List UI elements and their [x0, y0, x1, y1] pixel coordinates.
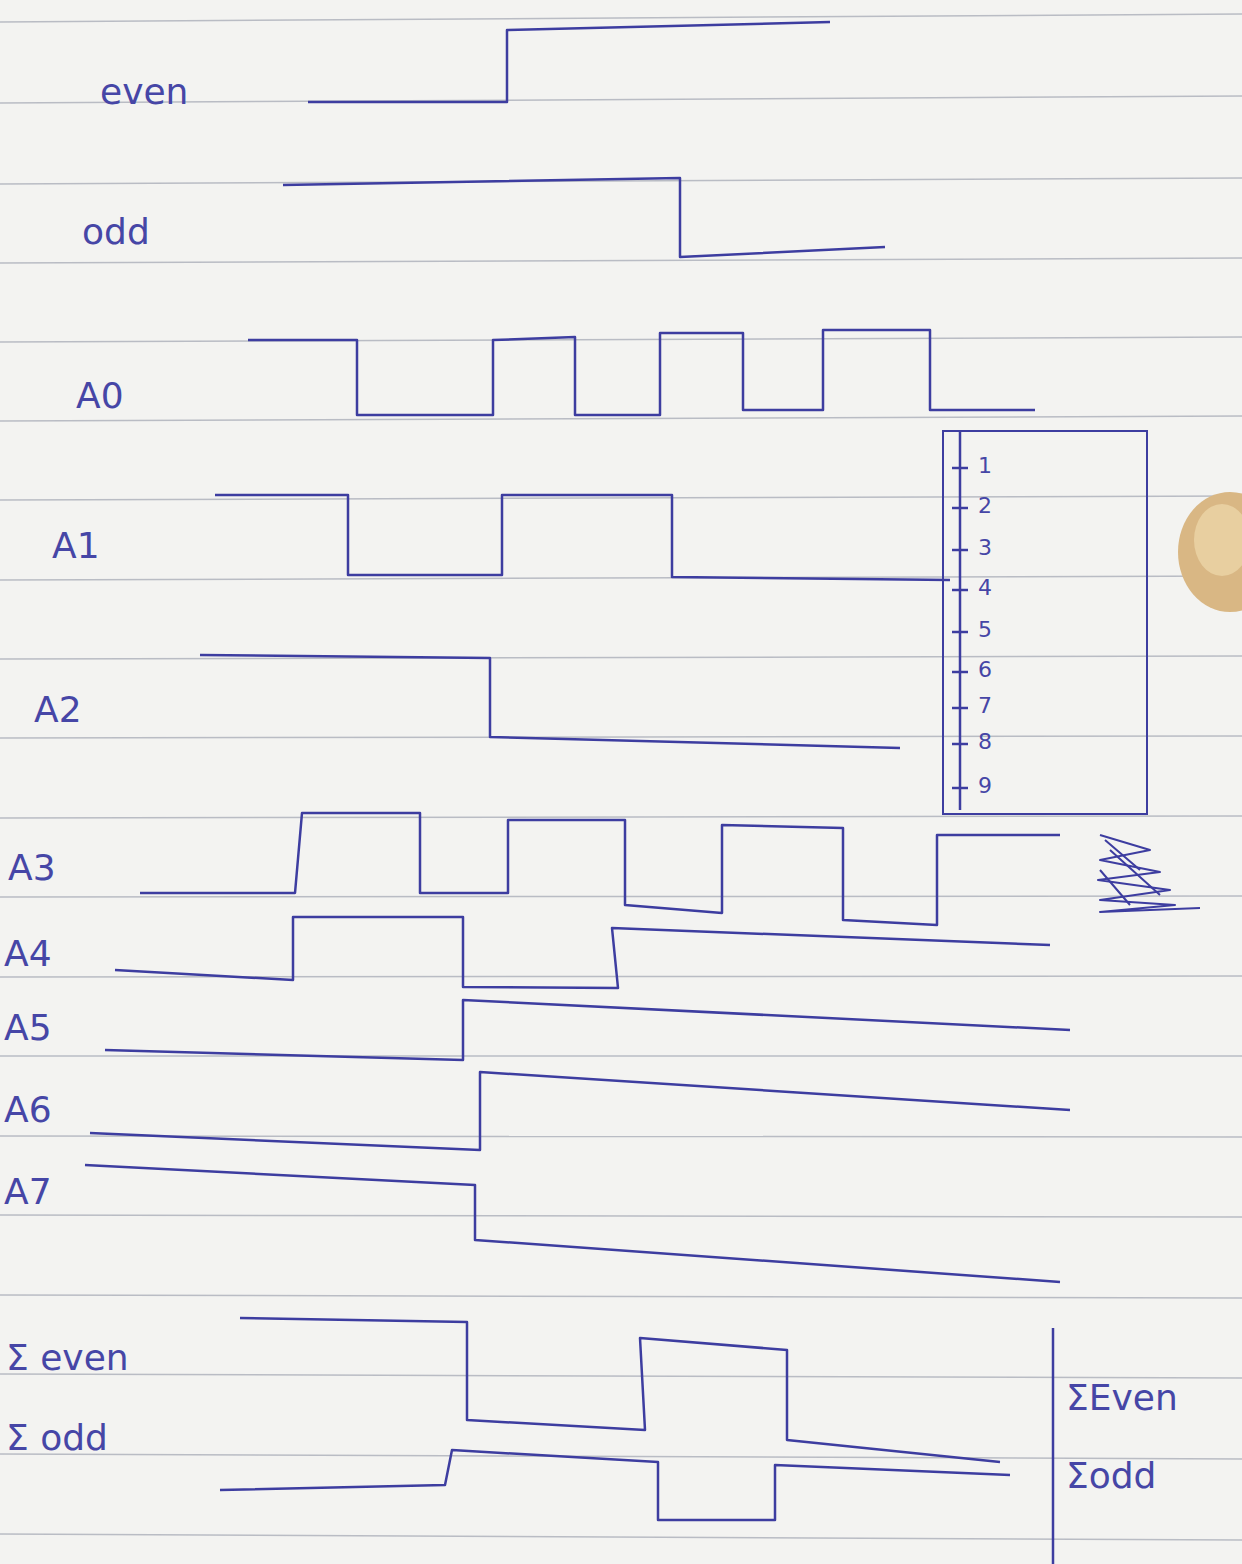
a1-wave [215, 495, 950, 580]
sum-odd-wave [220, 1450, 1010, 1520]
divider-line [1052, 1328, 1055, 1564]
odd-wave [283, 178, 885, 257]
a4-wave [115, 917, 1050, 988]
thumb-nail [1194, 504, 1242, 576]
thumb [1178, 492, 1242, 612]
signal-name: A0 [76, 376, 124, 416]
signal-name: A6 [4, 1090, 52, 1130]
scale-number: 5 [978, 619, 992, 641]
scale-axis [959, 432, 962, 810]
scale-number: 1 [978, 455, 992, 477]
scale-number: 8 [978, 731, 992, 753]
scale-number: 9 [978, 775, 992, 797]
a2-wave [200, 655, 900, 748]
signal-name: even [100, 72, 188, 112]
waveforms [85, 22, 1200, 1564]
sum-signal-name: Σ odd [6, 1418, 108, 1458]
signal-name: A7 [4, 1172, 52, 1212]
even-wave [308, 22, 830, 102]
signal-name: A2 [34, 690, 82, 730]
ruled-lines [0, 14, 1242, 1540]
sum-even-wave [240, 1318, 1000, 1462]
scale-ticks [952, 468, 968, 788]
a6-wave [90, 1072, 1070, 1150]
sum-signal-name: ΣEven [1066, 1378, 1178, 1418]
scale-box: 1 2 3 4 5 6 7 8 9 [942, 430, 1148, 815]
a3-wave [140, 813, 1060, 925]
signal-name: A3 [8, 848, 56, 888]
scale-number: 4 [978, 577, 992, 599]
signal-name: A4 [4, 934, 52, 974]
scribble [1098, 835, 1200, 912]
a7-wave [85, 1165, 1060, 1282]
a0-wave [248, 330, 1035, 415]
scale-number: 6 [978, 659, 992, 681]
a5-wave [105, 1000, 1070, 1060]
scale-number: 7 [978, 695, 992, 717]
scale-number: 3 [978, 537, 992, 559]
signal-name: odd [82, 212, 150, 252]
signal-name: A5 [4, 1008, 52, 1048]
signal-name: A1 [52, 526, 100, 566]
scale-number: 2 [978, 495, 992, 517]
sum-signal-name: Σ even [6, 1338, 129, 1378]
sum-signal-name: Σodd [1066, 1456, 1156, 1496]
